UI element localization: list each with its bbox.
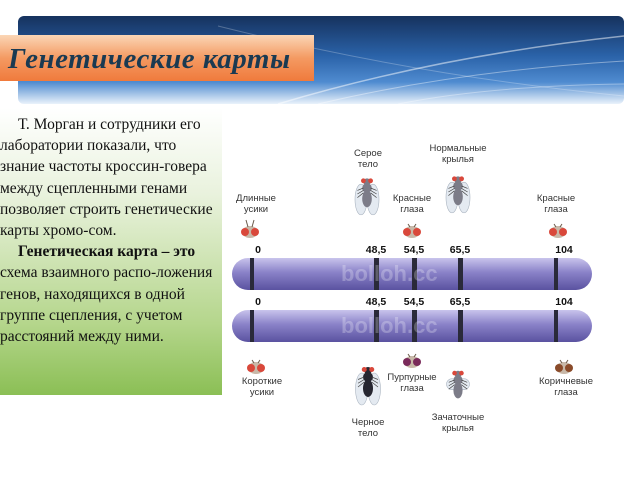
fly-eye [459,176,464,182]
trait-label: Пурпурные [387,372,436,383]
paragraph-1-text: Т. Морган и сотрудники его лаборатории п… [0,116,213,240]
fly-head-long-antennae [241,219,259,238]
genetic-map-diagram: ДлинныеусикиСероетелоКрасныеглазаНормаль… [232,143,593,439]
chromosome-band [250,310,254,342]
trait-label: глаза [400,204,424,215]
paragraph-2-text: схема взаимного распо-ложения генов, нах… [0,264,213,346]
fly-head-purple-eyes [403,353,421,368]
chromosome-top-bands [250,258,558,290]
fly-head-red-eyes-2 [549,223,567,238]
page-title: Генетические карты [8,43,291,75]
position-number: 104 [555,244,573,256]
position-number: 0 [255,244,261,256]
trait-label: Зачаточные [432,412,484,423]
chromosome-band [374,310,379,342]
trait-label: глаза [400,383,424,394]
paragraph-1: Т. Морган и сотрудники его лаборатории п… [0,114,214,241]
chromosome-band [412,310,417,342]
chromosome-band [374,258,379,290]
paragraph-2: Генетическая карта – это схема взаимного… [0,241,214,347]
trait-label: крылья [442,423,474,434]
body-text: Т. Морган и сотрудники его лаборатории п… [0,114,214,347]
trait-label: крылья [442,154,474,165]
trait-label: Серое [354,148,382,159]
trait-label: Коричневые [539,376,593,387]
chromosome-band [554,310,558,342]
position-number: 48,5 [366,244,387,256]
fly-eye [452,176,457,182]
fly-vestigial-wings [446,370,470,399]
trait-label: Черное [352,417,385,428]
chromosome-band [458,258,463,290]
fly-head-red-eyes [403,223,421,238]
trait-label: Длинные [236,193,276,204]
trait-label: усики [250,387,274,398]
bottom-trait-labels: КороткиеусикиЧерноетелоПурпурныеглазаЗач… [242,372,593,439]
side-panel [0,108,222,395]
trait-label: глаза [554,387,578,398]
fly-head-short-antennae [247,359,265,374]
fly-eye [361,367,367,372]
position-number: 0 [255,296,261,308]
fly-eye [368,178,373,184]
chromosome-band [250,258,254,290]
watermark-top: bolloh.cc [341,261,438,286]
chromosome-band [458,310,463,342]
fly-normal-wings [445,176,471,214]
trait-label: глаза [544,204,568,215]
position-number: 54,5 [404,244,425,256]
fly-eye [459,370,464,376]
chromosome-band [554,258,558,290]
trait-label: тело [358,159,378,170]
fly-eye [369,367,375,372]
watermark-bottom: bolloh.cc [341,313,438,338]
trait-label: Красные [537,193,575,204]
definition-term: Генетическая карта – это [18,243,196,261]
trait-label: Короткие [242,376,282,387]
position-number: 65,5 [450,296,471,308]
trait-label: Красные [393,193,431,204]
trait-label: тело [358,428,378,439]
top-position-numbers: 0 48,5 54,5 65,5 104 [255,244,573,256]
position-number: 54,5 [404,296,425,308]
top-trait-labels: ДлинныеусикиСероетелоКрасныеглазаНормаль… [236,143,575,215]
fly-black-body [355,367,381,406]
position-number: 65,5 [450,244,471,256]
title-box [0,35,314,81]
fly-eye [452,370,457,376]
trait-label: Нормальные [429,143,486,154]
trait-label: усики [244,204,268,215]
position-number: 104 [555,296,573,308]
fly-illustrations [241,176,573,406]
chromosome-band [412,258,417,290]
bottom-position-numbers: 0 48,5 54,5 65,5 104 [255,296,573,308]
fly-gray-body [354,178,380,216]
fly-head-brown-eyes [555,359,573,374]
position-number: 48,5 [366,296,387,308]
chromosome-bottom-bands [250,310,558,342]
fly-eye [361,178,366,184]
